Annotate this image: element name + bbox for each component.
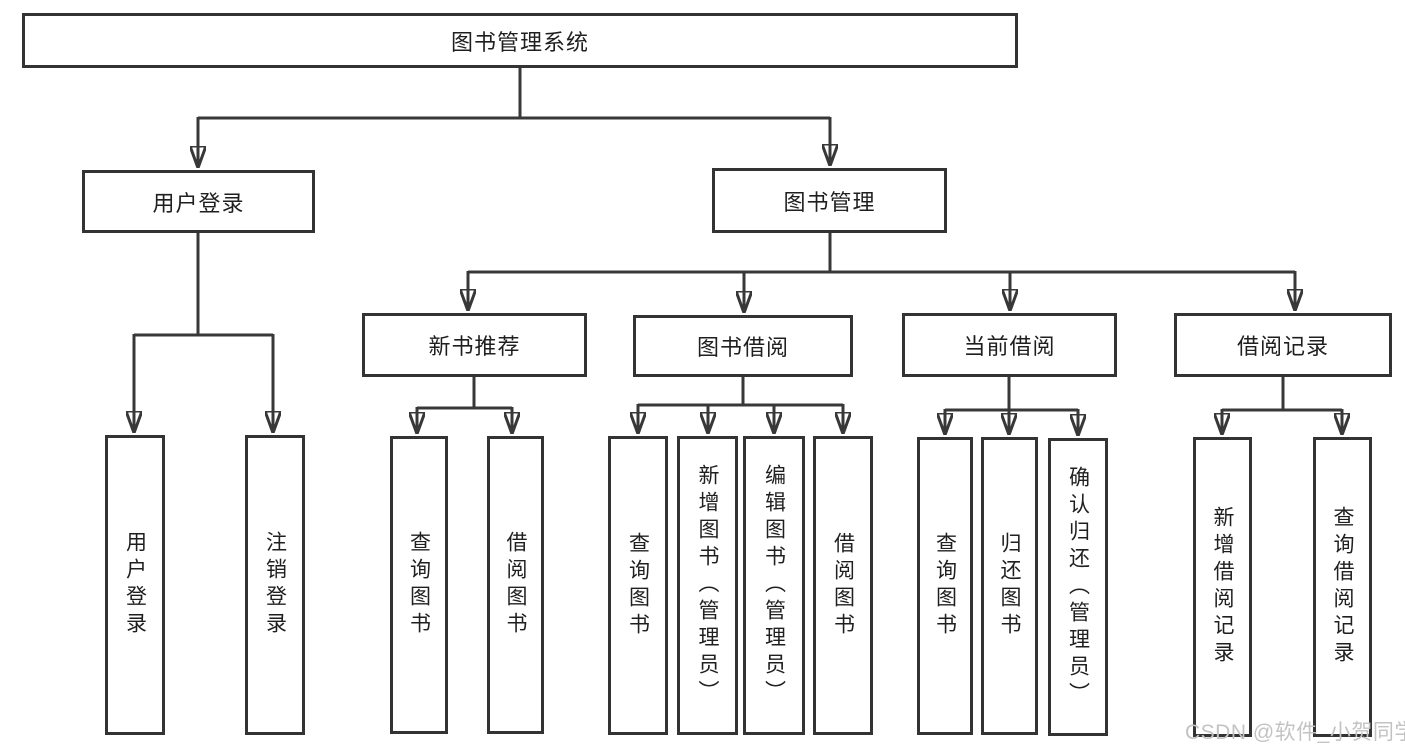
connector-user-login bbox=[134, 233, 273, 337]
connector-borrow-records bbox=[1222, 377, 1342, 412]
leaf-bb-borrow-books-label: 借阅图书 bbox=[831, 531, 855, 640]
leaf-logout: 注销登录 bbox=[245, 435, 305, 735]
node-book-management: 图书管理 bbox=[712, 168, 947, 233]
leaf-br-query-record: 查询借阅记录 bbox=[1313, 437, 1372, 737]
leaf-br-query-record-label: 查询借阅记录 bbox=[1331, 506, 1354, 668]
node-new-book-recommend-label: 新书推荐 bbox=[428, 334, 521, 359]
leaf-cb-return-books: 归还图书 bbox=[981, 437, 1038, 735]
leaf-br-add-record-label: 新增借阅记录 bbox=[1211, 506, 1234, 668]
watermark: CSDN @软件_小贺同学 bbox=[1185, 721, 1405, 744]
connector-root bbox=[198, 68, 830, 120]
leaf-cb-query-books-label: 查询图书 bbox=[933, 532, 957, 640]
node-current-borrow: 当前借阅 bbox=[902, 313, 1117, 377]
node-current-borrow-label: 当前借阅 bbox=[963, 334, 1056, 359]
leaf-cb-query-books: 查询图书 bbox=[917, 437, 973, 735]
leaf-bb-borrow-books: 借阅图书 bbox=[813, 436, 873, 735]
connector-current-borrow bbox=[945, 377, 1078, 412]
leaf-bb-add-books-admin: 新增图书（管理员） bbox=[677, 436, 738, 735]
node-root-label: 图书管理系统 bbox=[450, 29, 589, 55]
leaf-cb-confirm-return-admin-label: 确认归还（管理员） bbox=[1066, 465, 1090, 709]
leaf-br-add-record: 新增借阅记录 bbox=[1193, 437, 1252, 737]
leaf-bb-edit-books-admin-label: 编辑图书（管理员） bbox=[762, 464, 786, 707]
leaf-bb-add-books-admin-label: 新增图书（管理员） bbox=[696, 464, 719, 707]
leaf-bb-edit-books-admin: 编辑图书（管理员） bbox=[743, 436, 805, 735]
leaf-user-login: 用户登录 bbox=[105, 435, 165, 735]
node-new-book-recommend: 新书推荐 bbox=[362, 313, 587, 377]
node-user-login-label: 用户登录 bbox=[152, 190, 245, 216]
node-book-borrow: 图书借阅 bbox=[633, 315, 853, 377]
leaf-nb-borrow-books-label: 借阅图书 bbox=[504, 531, 527, 639]
node-root: 图书管理系统 bbox=[22, 13, 1018, 68]
node-book-management-label: 图书管理 bbox=[783, 189, 876, 215]
leaf-bb-query-books-label: 查询图书 bbox=[626, 531, 650, 640]
leaf-nb-query-books-label: 查询图书 bbox=[407, 531, 431, 639]
leaf-nb-borrow-books: 借阅图书 bbox=[487, 436, 544, 734]
leaf-nb-query-books: 查询图书 bbox=[390, 436, 448, 734]
connector-new-book bbox=[417, 377, 512, 410]
leaf-user-login-label: 用户登录 bbox=[123, 531, 147, 639]
leaf-cb-return-books-label: 归还图书 bbox=[998, 532, 1021, 640]
leaf-bb-query-books: 查询图书 bbox=[608, 436, 668, 735]
connector-book-management bbox=[468, 233, 1295, 274]
leaf-logout-label: 注销登录 bbox=[263, 531, 287, 639]
node-borrow-records-label: 借阅记录 bbox=[1236, 334, 1329, 359]
node-user-login: 用户登录 bbox=[82, 170, 315, 233]
connector-book-borrow bbox=[638, 377, 843, 407]
leaf-cb-confirm-return-admin: 确认归还（管理员） bbox=[1048, 438, 1108, 736]
node-borrow-records: 借阅记录 bbox=[1174, 313, 1392, 377]
node-book-borrow-label: 图书借阅 bbox=[696, 335, 789, 360]
